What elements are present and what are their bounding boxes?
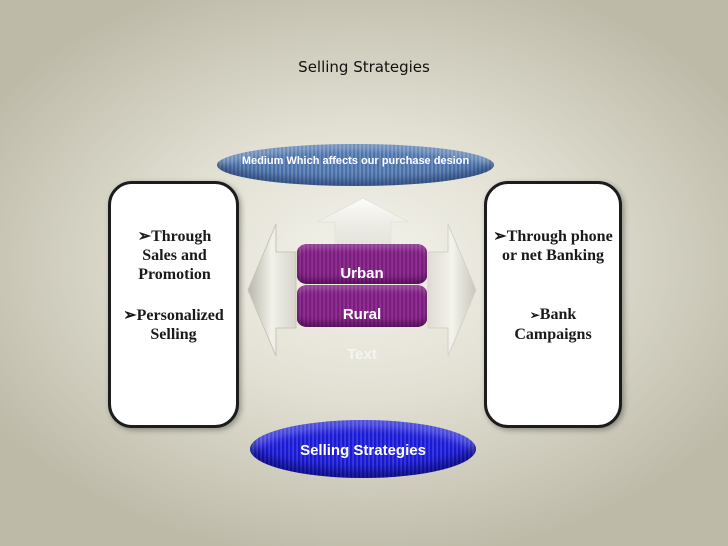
stack-item-rural: Rural [297,285,427,327]
left-strategy-box: ➢Through Sales and Promotion ➢Personaliz… [108,181,239,428]
right-item-phone-net-banking: ➢Through phone or net Banking [493,228,613,264]
left-arrow-icon [247,223,297,357]
stack-item-urban: Urban [297,244,427,284]
bullet-arrow-icon: ➢ [529,308,540,322]
right-item-bank-campaigns-text: Bank Campaigns [514,306,592,343]
stack-item-rural-label: Rural [342,306,382,323]
bottom-banner-label: Selling Strategies [300,442,426,459]
right-strategy-box: ➢Through phone or net Banking ➢Bank Camp… [484,181,622,428]
left-item-personalized-selling: ➢Personalized Selling [123,307,224,343]
bottom-banner: Selling Strategies [250,420,476,478]
top-banner: Medium Which affects our purchase desion [217,144,494,186]
stack-faint-label: Text [347,346,377,363]
right-arrow-icon [427,223,477,357]
top-banner-label: Medium Which affects our purchase desion [241,155,470,167]
stack-item-urban-label: Urban [340,265,384,282]
left-item-sales-promotion: ➢Through Sales and Promotion [137,228,212,283]
right-item-bank-campaigns: ➢Bank Campaigns [491,305,615,344]
slide-title: Selling Strategies [298,58,430,76]
